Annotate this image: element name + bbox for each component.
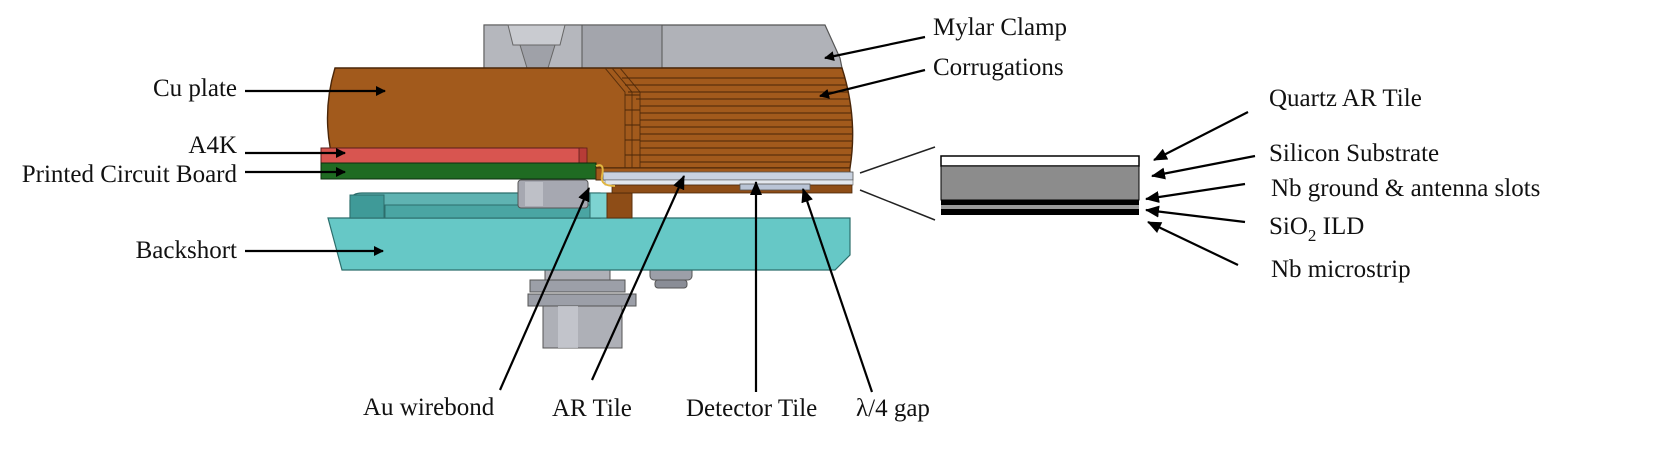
label-quartz-ar-tile: Quartz AR Tile xyxy=(1269,85,1422,112)
arrow-nb-microstrip xyxy=(1147,221,1239,266)
label-backshort: Backshort xyxy=(136,237,237,264)
mylar-clamp-part xyxy=(483,24,843,74)
backshort-part xyxy=(327,192,851,271)
arrow-quarter-wave-gap xyxy=(801,188,874,393)
quartz-ar-layer xyxy=(940,155,1140,167)
label-nb-ground: Nb ground & antenna slots xyxy=(1271,175,1540,202)
sio2-layer xyxy=(941,205,1139,209)
copper-spacer xyxy=(606,192,633,219)
au-wirebond-wire xyxy=(595,164,616,187)
cu-plate-part xyxy=(326,67,854,169)
arrow-sio2-ild xyxy=(1145,205,1246,224)
detector-tile-part xyxy=(604,179,854,186)
arrow-au-wirebond xyxy=(498,187,591,391)
label-pcb: Printed Circuit Board xyxy=(22,161,238,188)
arrow-mylar-clamp xyxy=(824,35,926,62)
ar-tile-part xyxy=(602,171,854,181)
label-cu-plate: Cu plate xyxy=(153,75,237,102)
label-au-wirebond: Au wirebond xyxy=(363,394,495,421)
a4k-part xyxy=(320,147,588,164)
copper-lower-shelf xyxy=(611,184,853,194)
label-corrugations: Corrugations xyxy=(933,54,1064,81)
layer-stack-inset xyxy=(940,155,1140,215)
arrow-silicon-substrate xyxy=(1151,154,1256,180)
sio2-prefix: SiO xyxy=(1269,213,1308,240)
nb-ground-layer xyxy=(941,200,1139,205)
sio2-subscript: 2 xyxy=(1308,226,1317,245)
label-ar-tile: AR Tile xyxy=(552,395,632,422)
nb-microstrip-layer xyxy=(941,209,1139,215)
gap-insert xyxy=(739,183,811,191)
pcb-part xyxy=(320,162,597,180)
silicon-substrate-layer xyxy=(940,165,1140,201)
label-silicon-substrate: Silicon Substrate xyxy=(1269,140,1439,167)
arrow-nb-ground xyxy=(1145,182,1246,203)
label-quarter-wave-gap: λ/4 gap xyxy=(856,395,930,422)
arrow-ar-tile xyxy=(590,175,686,381)
pcb-screw xyxy=(517,179,589,209)
label-detector-tile: Detector Tile xyxy=(686,395,817,422)
label-mylar-clamp: Mylar Clamp xyxy=(933,14,1067,41)
label-sio2-ild: SiO2 ILD xyxy=(1269,213,1364,245)
sio2-suffix: ILD xyxy=(1316,213,1364,240)
label-nb-microstrip: Nb microstrip xyxy=(1271,256,1411,283)
label-a4k: A4K xyxy=(188,132,237,159)
zoom-line-bottom xyxy=(859,189,936,221)
arrow-corrugations xyxy=(819,68,926,99)
zoom-line-top xyxy=(859,146,936,174)
arrow-quartz-ar-tile xyxy=(1153,111,1249,161)
